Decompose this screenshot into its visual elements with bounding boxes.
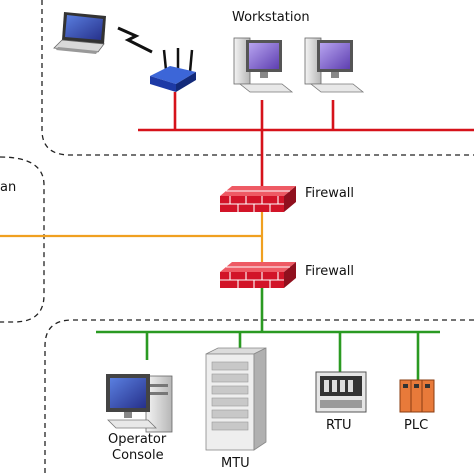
workstation-icon [233,37,294,93]
wireless-router-icon [150,48,196,92]
middle-network-link [0,210,264,262]
firewall-icon [220,262,296,288]
firewall-bottom-label: Firewall [305,264,355,279]
firewall-icon [220,186,296,212]
control-zone-boundary [44,319,474,474]
firewall-top-label: Firewall [305,186,355,201]
corporate-zone-boundary [41,0,474,156]
mtu-server-icon [205,347,267,451]
operator-console-icon [106,374,173,433]
middle-zone-boundary [0,156,45,323]
operator-console-label-line1: Operator [108,432,167,447]
corporate-network-bus [138,92,474,186]
control-network-bus [96,288,440,380]
left-zone-label: an [0,180,17,195]
plc-icon [399,379,435,413]
laptop-icon [53,12,106,54]
workstation-icon [304,37,365,93]
rtu-label: RTU [326,418,352,433]
mtu-label: MTU [221,456,250,471]
plc-label: PLC [404,418,429,433]
rtu-icon [315,371,367,413]
workstation-label: Workstation [232,10,310,25]
wireless-signal-icon [117,26,153,54]
operator-console-label-line2: Console [112,448,164,463]
